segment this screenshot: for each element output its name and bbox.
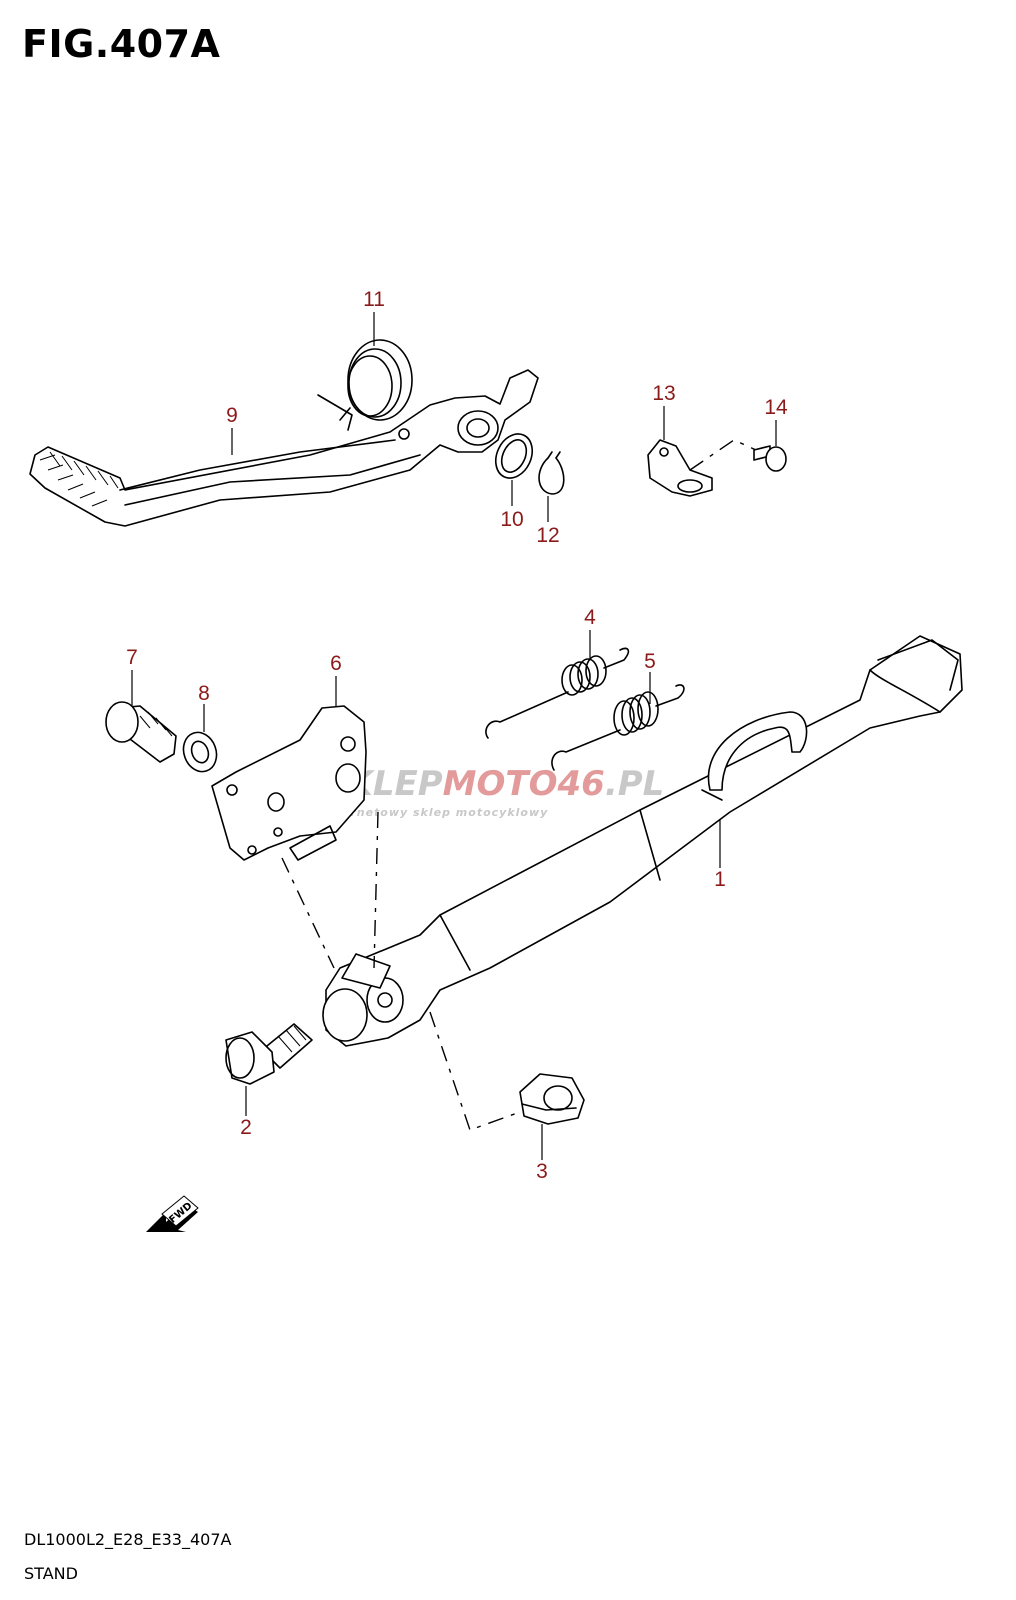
callout-2: 2: [240, 1116, 252, 1139]
callout-14: 14: [764, 396, 788, 419]
callout-4: 4: [584, 606, 596, 629]
callout-5: 5: [644, 650, 656, 673]
side-stand-part: [322, 635, 963, 1047]
guide-line: [281, 857, 335, 969]
brake-pedal-part: [29, 369, 539, 527]
spring-part-4: [485, 647, 630, 739]
callout-13: 13: [652, 382, 675, 405]
bracket-part-13: [647, 439, 757, 497]
circlip-part-12: [538, 451, 565, 495]
guide-line: [373, 811, 379, 969]
washer-part-10: [494, 433, 534, 479]
svg-text:SKLEPMOTO46.PL: SKLEPMOTO46.PL: [322, 764, 664, 804]
washer-part-8: [182, 731, 218, 773]
bolt-part-7: [105, 701, 177, 763]
callout-3: 3: [536, 1160, 548, 1183]
stand-bolt-part-2: [225, 1023, 313, 1085]
spring-part-5: [551, 684, 685, 771]
callout-9: 9: [226, 404, 238, 427]
callout-6: 6: [330, 652, 342, 675]
nut-part-3: [519, 1073, 585, 1125]
callout-11: 11: [363, 288, 385, 311]
guide-line: [429, 1011, 521, 1131]
watermark-mid: MOTO: [443, 764, 558, 804]
figure-title: FIG.407A: [22, 22, 221, 66]
callout-10: 10: [500, 508, 523, 531]
watermark-suffix: .PL: [605, 764, 665, 804]
diagram-name: STAND: [24, 1564, 78, 1583]
watermark: SKLEPMOTO46.PL internetowy sklep motocyk…: [322, 764, 664, 819]
stand-bracket-part-6: [211, 705, 367, 861]
callout-1: 1: [714, 868, 726, 891]
leader-lines: [131, 312, 777, 1160]
fwd-arrow-icon: FWD: [146, 1195, 199, 1232]
watermark-num: 46: [557, 764, 605, 804]
diagram-code: DL1000L2_E28_E33_407A: [24, 1530, 232, 1549]
screw-part-14: [753, 445, 787, 472]
callout-12: 12: [536, 524, 559, 547]
callout-8: 8: [198, 682, 210, 705]
return-spring-part: [317, 339, 413, 431]
callout-7: 7: [126, 646, 138, 669]
